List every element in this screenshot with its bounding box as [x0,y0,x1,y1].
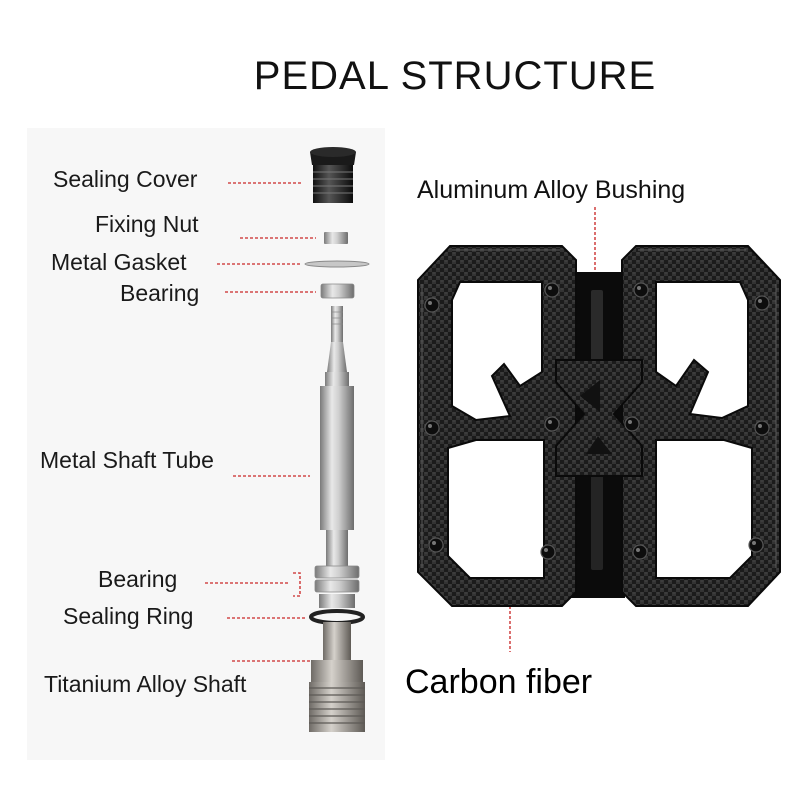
hex-bolt-icon [633,282,649,298]
hex-bolt-icon [544,416,560,432]
metal-gasket-part [304,260,370,268]
label-aluminum-alloy-bushing: Aluminum Alloy Bushing [417,176,686,204]
leader-bearing-bracket [293,572,301,597]
hex-bolt-icon [624,416,640,432]
label-sealing-cover: Sealing Cover [53,166,198,192]
hex-bolt-icon [428,537,444,553]
pin-highlights [428,286,762,552]
hex-bolt-icon [544,282,560,298]
label-bearing-top: Bearing [120,280,200,306]
label-carbon-fiber: Carbon fiber [405,663,593,701]
diagram-title: PEDAL STRUCTURE [253,54,657,98]
leader-lines [205,182,596,662]
hex-bolt-icon [424,297,440,313]
label-metal-shaft-tube: Metal Shaft Tube [40,447,214,473]
fixing-nut-part [324,232,348,244]
pedal-body [417,245,781,607]
hex-bolt-icon [748,537,764,553]
label-fixing-nut: Fixing Nut [95,211,199,237]
bearing-top-part [320,283,355,299]
label-metal-gasket: Metal Gasket [51,249,187,275]
pedal-pins [424,282,770,560]
hex-bolt-icon [540,544,556,560]
hex-bolt-icon [754,295,770,311]
sealing-cover-part [310,147,356,203]
label-bearing-bottom: Bearing [98,566,178,592]
hex-bolt-icon [754,420,770,436]
shaft-part [309,306,365,732]
label-titanium-alloy-shaft: Titanium Alloy Shaft [44,671,247,697]
label-sealing-ring: Sealing Ring [63,603,194,629]
hex-bolt-icon [424,420,440,436]
sealing-ring-part [309,609,365,625]
hex-bolt-icon [632,544,648,560]
